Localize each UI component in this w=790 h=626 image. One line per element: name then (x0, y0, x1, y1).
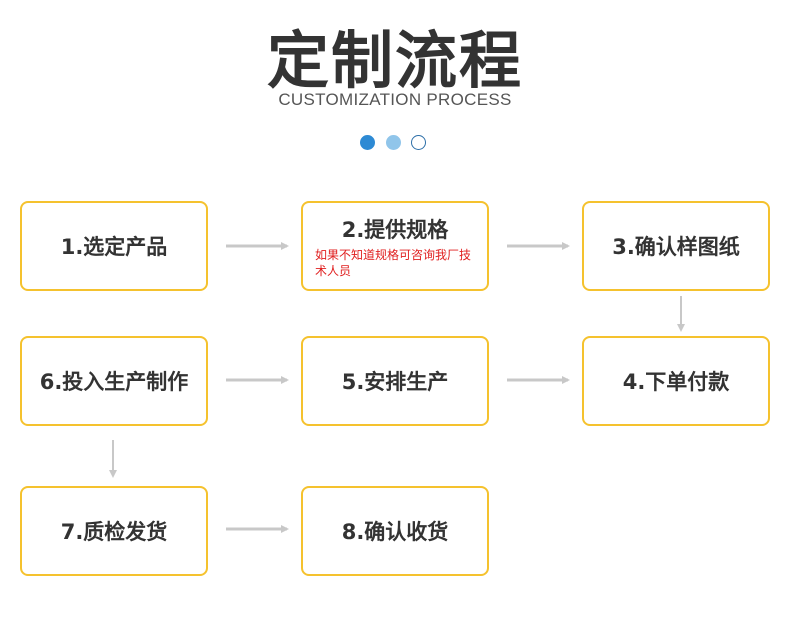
step-label: 4.下单付款 (622, 370, 730, 394)
step-label: 7.质检发货 (60, 520, 168, 544)
step-label: 3.确认样图纸 (612, 235, 740, 259)
step-label: 1.选定产品 (60, 235, 168, 259)
step-box-3: 3.确认样图纸 (582, 201, 770, 291)
step-box-1: 1.选定产品 (20, 201, 208, 291)
step-box-4: 4.下单付款 (582, 336, 770, 426)
pagination-dot[interactable] (386, 135, 401, 150)
step-note: 如果不知道规格可咨询我厂技术人员 (315, 247, 472, 278)
step-box-5: 5.安排生产 (301, 336, 489, 426)
pagination-dot-active[interactable] (360, 135, 375, 150)
page-subtitle: CUSTOMIZATION PROCESS (278, 90, 512, 109)
step-label: 8.确认收货 (341, 520, 449, 544)
step-box-2: 2.提供规格 如果不知道规格可咨询我厂技术人员 (301, 201, 489, 291)
step-label: 6.投入生产制作 (39, 370, 189, 394)
page-title: 定制流程 (266, 24, 523, 97)
step-label: 2.提供规格 (341, 217, 449, 242)
step-box-8: 8.确认收货 (301, 486, 489, 576)
pagination-dot[interactable] (411, 135, 426, 150)
step-box-6: 6.投入生产制作 (20, 336, 208, 426)
step-box-7: 7.质检发货 (20, 486, 208, 576)
pagination-dots (360, 135, 430, 151)
step-label: 5.安排生产 (341, 370, 449, 394)
